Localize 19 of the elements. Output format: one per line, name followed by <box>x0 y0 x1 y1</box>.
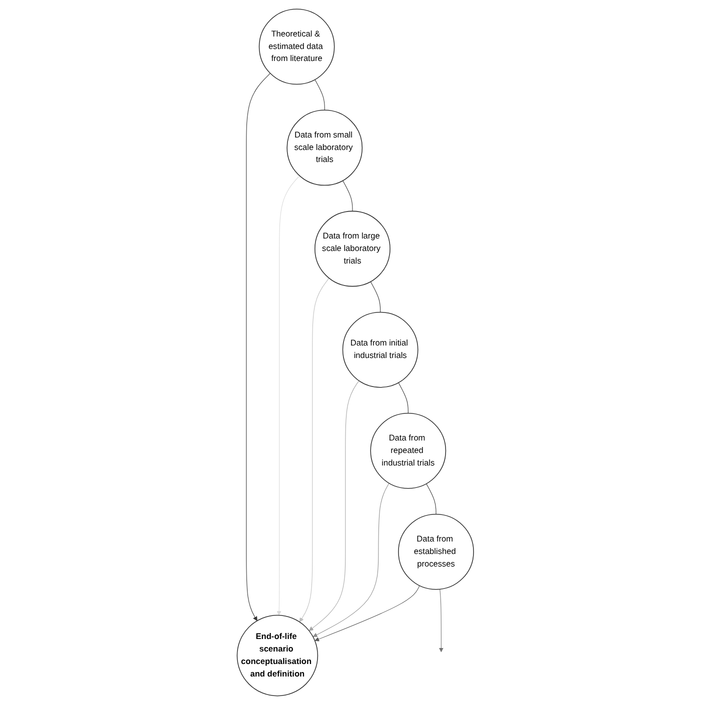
arrow <box>312 482 390 637</box>
node-circle: Data from repeated industrial trials <box>370 412 446 489</box>
node-circle: Data from small scale laboratory trials <box>286 110 362 186</box>
arrow <box>314 585 420 642</box>
node-circle: Data from established processes <box>398 514 474 590</box>
connector <box>426 483 436 515</box>
arrow <box>438 588 444 652</box>
node-circle: Data from initial industrial trials <box>342 312 418 388</box>
connector <box>398 382 408 414</box>
connector <box>370 281 380 312</box>
node-circle: End-of-life scenario conceptualisation and definition <box>236 614 318 696</box>
arrow <box>276 175 300 616</box>
arrow <box>246 73 270 621</box>
connector <box>342 180 352 212</box>
node-circle: Theoretical & estimated data from literature <box>258 8 334 85</box>
connector <box>314 79 325 110</box>
node-circle: Data from large scale laboratory trials <box>314 210 390 287</box>
arrow <box>298 278 330 622</box>
arrow <box>308 380 359 631</box>
